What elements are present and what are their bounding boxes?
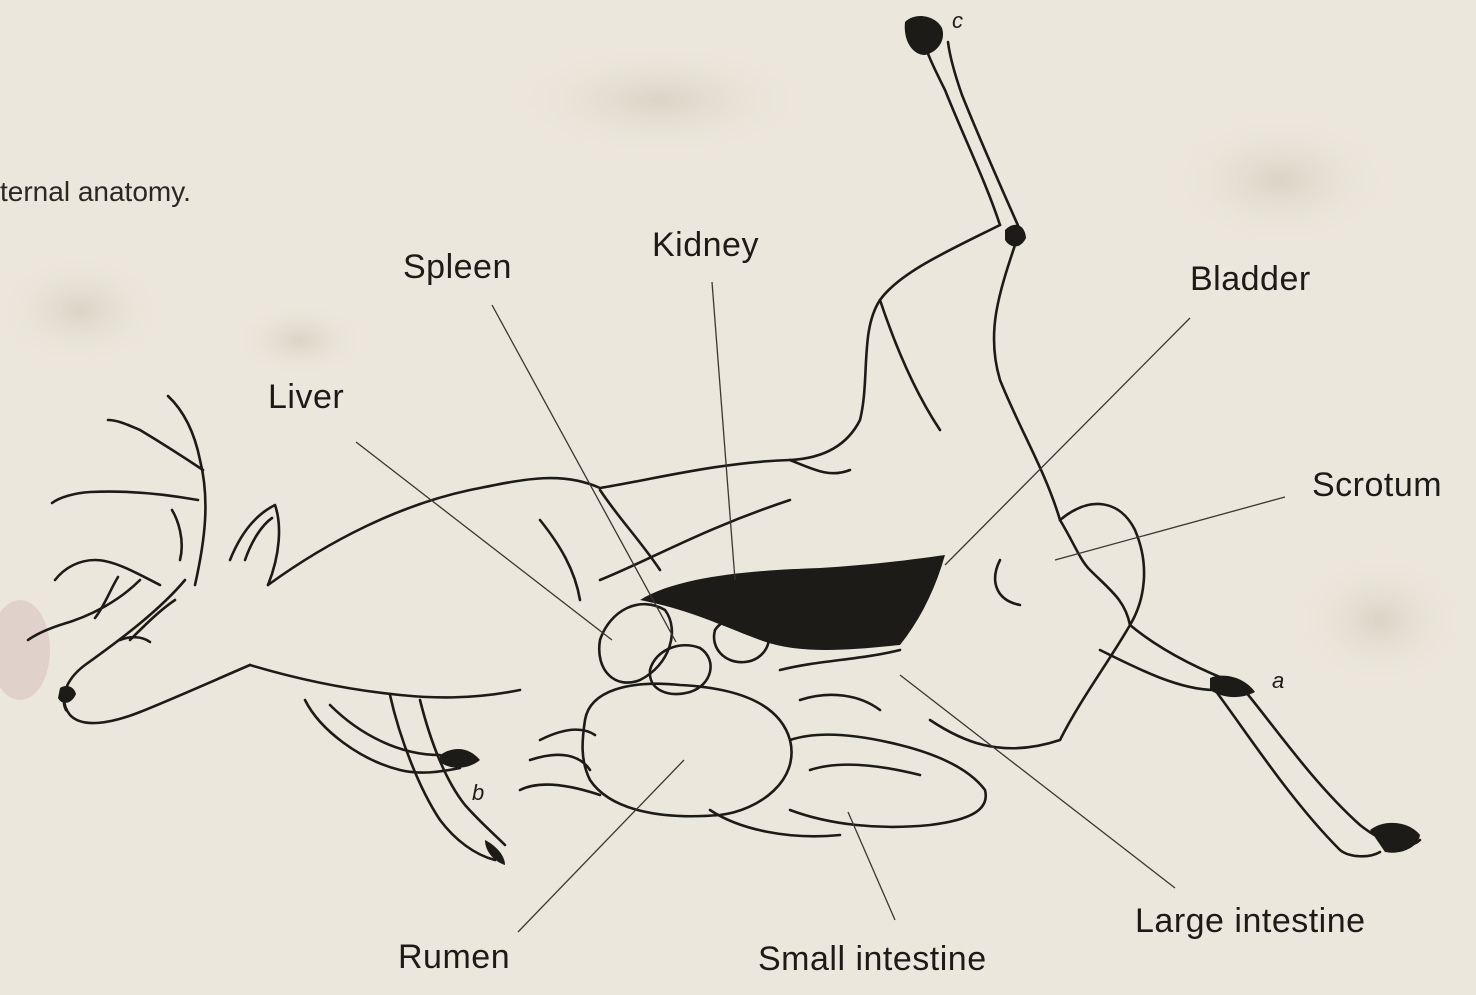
marker-a: a [1272, 668, 1285, 694]
antler-drawing [28, 396, 205, 640]
label-kidney: Kidney [652, 226, 759, 265]
organs-drawing [520, 604, 986, 836]
label-spleen: Spleen [403, 248, 512, 287]
small-intestine-leader-line [848, 812, 895, 920]
figure-caption: ternal anatomy. [0, 176, 191, 208]
label-scrotum: Scrotum [1312, 466, 1442, 505]
label-small-intestine: Small intestine [758, 940, 987, 979]
marker-c: c [952, 8, 964, 34]
deer-head-drawing [64, 505, 279, 723]
bladder-leader-line [945, 318, 1190, 565]
spleen-leader-line [492, 305, 676, 642]
scrotum-leader-line [1055, 497, 1285, 560]
front-legs-drawing [305, 695, 505, 860]
label-large-intestine: Large intestine [1135, 902, 1366, 941]
marker-b: b [472, 780, 485, 806]
liver-leader-line [356, 442, 612, 640]
label-rumen: Rumen [398, 938, 510, 977]
label-liver: Liver [268, 378, 344, 417]
kidney-leader-line [712, 282, 735, 580]
large-intestine-leader-line [900, 675, 1175, 888]
label-bladder: Bladder [1190, 260, 1311, 299]
